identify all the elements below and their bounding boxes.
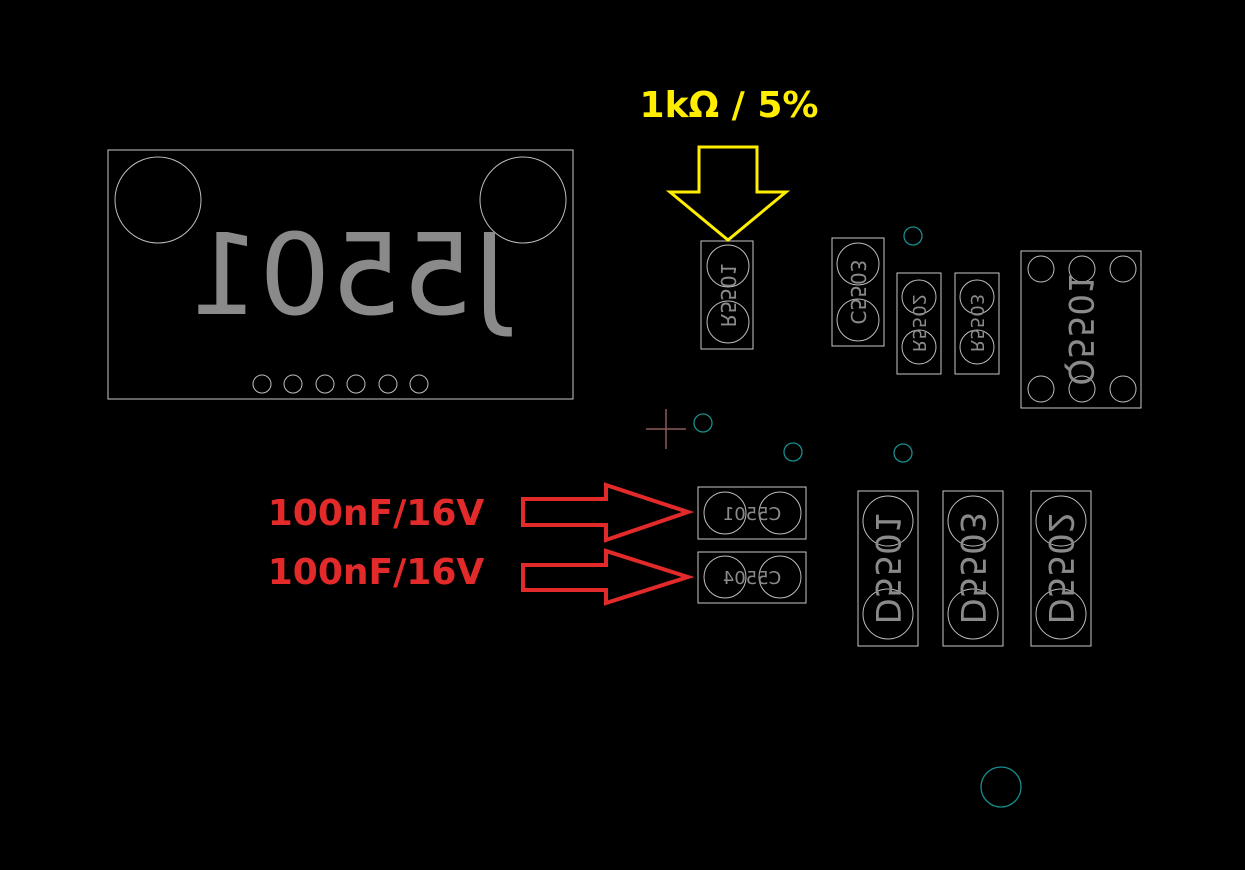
d5502-outline [1030, 490, 1092, 647]
transistor-q5501: Q5501 [1020, 250, 1142, 409]
diode-d5503: D5503 [942, 490, 1004, 647]
r5503-pad [959, 329, 995, 365]
d5503-pad [947, 588, 999, 640]
r5502-pad [901, 329, 937, 365]
right-arrow-icon [521, 548, 695, 606]
capacitor-value-annotation-2: 100nF/16V [268, 552, 485, 593]
connector-j5501: J5501 [107, 149, 574, 400]
q5501-pad [1109, 255, 1137, 283]
q5501-pad [1027, 255, 1055, 283]
c5504-outline [697, 551, 807, 604]
r5502-label: R5502 [908, 294, 929, 352]
resistor-value-annotation: 1kΩ / 5% [640, 85, 819, 126]
d5503-outline [942, 490, 1004, 647]
d5502-pad [1035, 495, 1087, 547]
j5501-label: J5501 [188, 211, 512, 341]
d5503-label: D5503 [952, 512, 992, 625]
via [893, 443, 913, 463]
j5501-outline [107, 149, 574, 400]
c5504-pad [703, 555, 747, 599]
r5501-pad [706, 244, 750, 288]
r5503-label: R5503 [966, 294, 987, 352]
j5501-pin [283, 374, 303, 394]
q5501-pad [1068, 255, 1096, 283]
c5503-outline [831, 237, 885, 347]
capacitor-value-annotation-1: 100nF/16V [268, 493, 485, 534]
d5501-label: D5501 [867, 512, 907, 625]
j5501-pin [346, 374, 366, 394]
q5501-label: Q5501 [1060, 272, 1100, 385]
resistor-r5502: R5502 [896, 272, 942, 375]
c5504-pad [758, 555, 802, 599]
capacitor-c5503: C5503 [831, 237, 885, 347]
q5501-outline [1020, 250, 1142, 409]
d5502-pad [1035, 588, 1087, 640]
diode-d5501: D5501 [857, 490, 919, 647]
down-arrow-icon [665, 145, 791, 242]
j5501-pin [378, 374, 398, 394]
c5504-label: C5504 [723, 568, 781, 589]
via [903, 226, 923, 246]
right-arrow-icon [521, 482, 695, 543]
d5501-outline [857, 490, 919, 647]
r5501-pad [706, 300, 750, 344]
c5503-pad [836, 242, 880, 286]
c5503-label: C5503 [846, 260, 870, 325]
q5501-pad [1109, 375, 1137, 403]
j5501-pin [409, 374, 429, 394]
c5501-pad [703, 491, 747, 535]
r5503-outline [954, 272, 1000, 375]
via-large [980, 766, 1022, 808]
c5503-pad [836, 298, 880, 342]
origin-crosshair-icon [646, 409, 686, 449]
diode-d5502: D5502 [1030, 490, 1092, 647]
capacitor-c5501: C5501 [697, 486, 807, 540]
q5501-pad [1068, 375, 1096, 403]
q5501-pad [1027, 375, 1055, 403]
j5501-mount-hole-right [479, 156, 567, 244]
d5501-pad [862, 588, 914, 640]
r5502-outline [896, 272, 942, 375]
r5503-pad [959, 279, 995, 315]
c5501-label: C5501 [723, 504, 781, 525]
d5503-pad [947, 495, 999, 547]
capacitor-c5504: C5504 [697, 551, 807, 604]
c5501-outline [697, 486, 807, 540]
via [783, 442, 803, 462]
r5501-label: R5501 [716, 263, 740, 328]
j5501-pin [252, 374, 272, 394]
j5501-pin [315, 374, 335, 394]
d5501-pad [862, 495, 914, 547]
j5501-mount-hole-left [114, 156, 202, 244]
c5501-pad [758, 491, 802, 535]
r5502-pad [901, 279, 937, 315]
via [693, 413, 713, 433]
d5502-label: D5502 [1040, 512, 1080, 625]
resistor-r5503: R5503 [954, 272, 1000, 375]
resistor-r5501: R5501 [700, 240, 754, 350]
